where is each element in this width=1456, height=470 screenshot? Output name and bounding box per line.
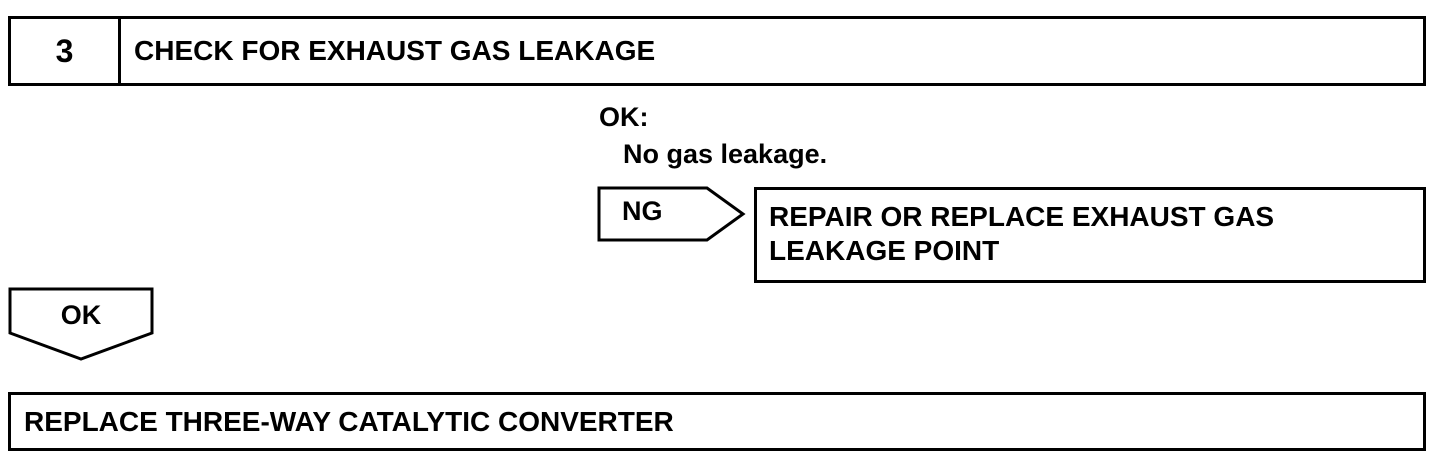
- step-header-box: 3 CHECK FOR EXHAUST GAS LEAKAGE: [8, 16, 1426, 86]
- ok-spec-description: No gas leakage.: [623, 139, 828, 169]
- ng-action-box: REPAIR OR REPLACE EXHAUST GAS LEAKAGE PO…: [754, 187, 1426, 283]
- ok-arrow-shape: [8, 287, 154, 361]
- ng-action-line-1: REPAIR OR REPLACE EXHAUST GAS: [769, 201, 1275, 232]
- ng-action-line-2: LEAKAGE POINT: [769, 235, 1000, 266]
- step-number: 3: [11, 19, 121, 83]
- step-title: CHECK FOR EXHAUST GAS LEAKAGE: [134, 35, 656, 66]
- ok-branch-label: OK: [60, 300, 102, 330]
- final-step-box: REPLACE THREE-WAY CATALYTIC CONVERTER: [8, 392, 1426, 451]
- ng-arrow-shape: [597, 186, 746, 242]
- ng-label: NG: [622, 196, 663, 226]
- ok-spec-label: OK:: [599, 102, 649, 132]
